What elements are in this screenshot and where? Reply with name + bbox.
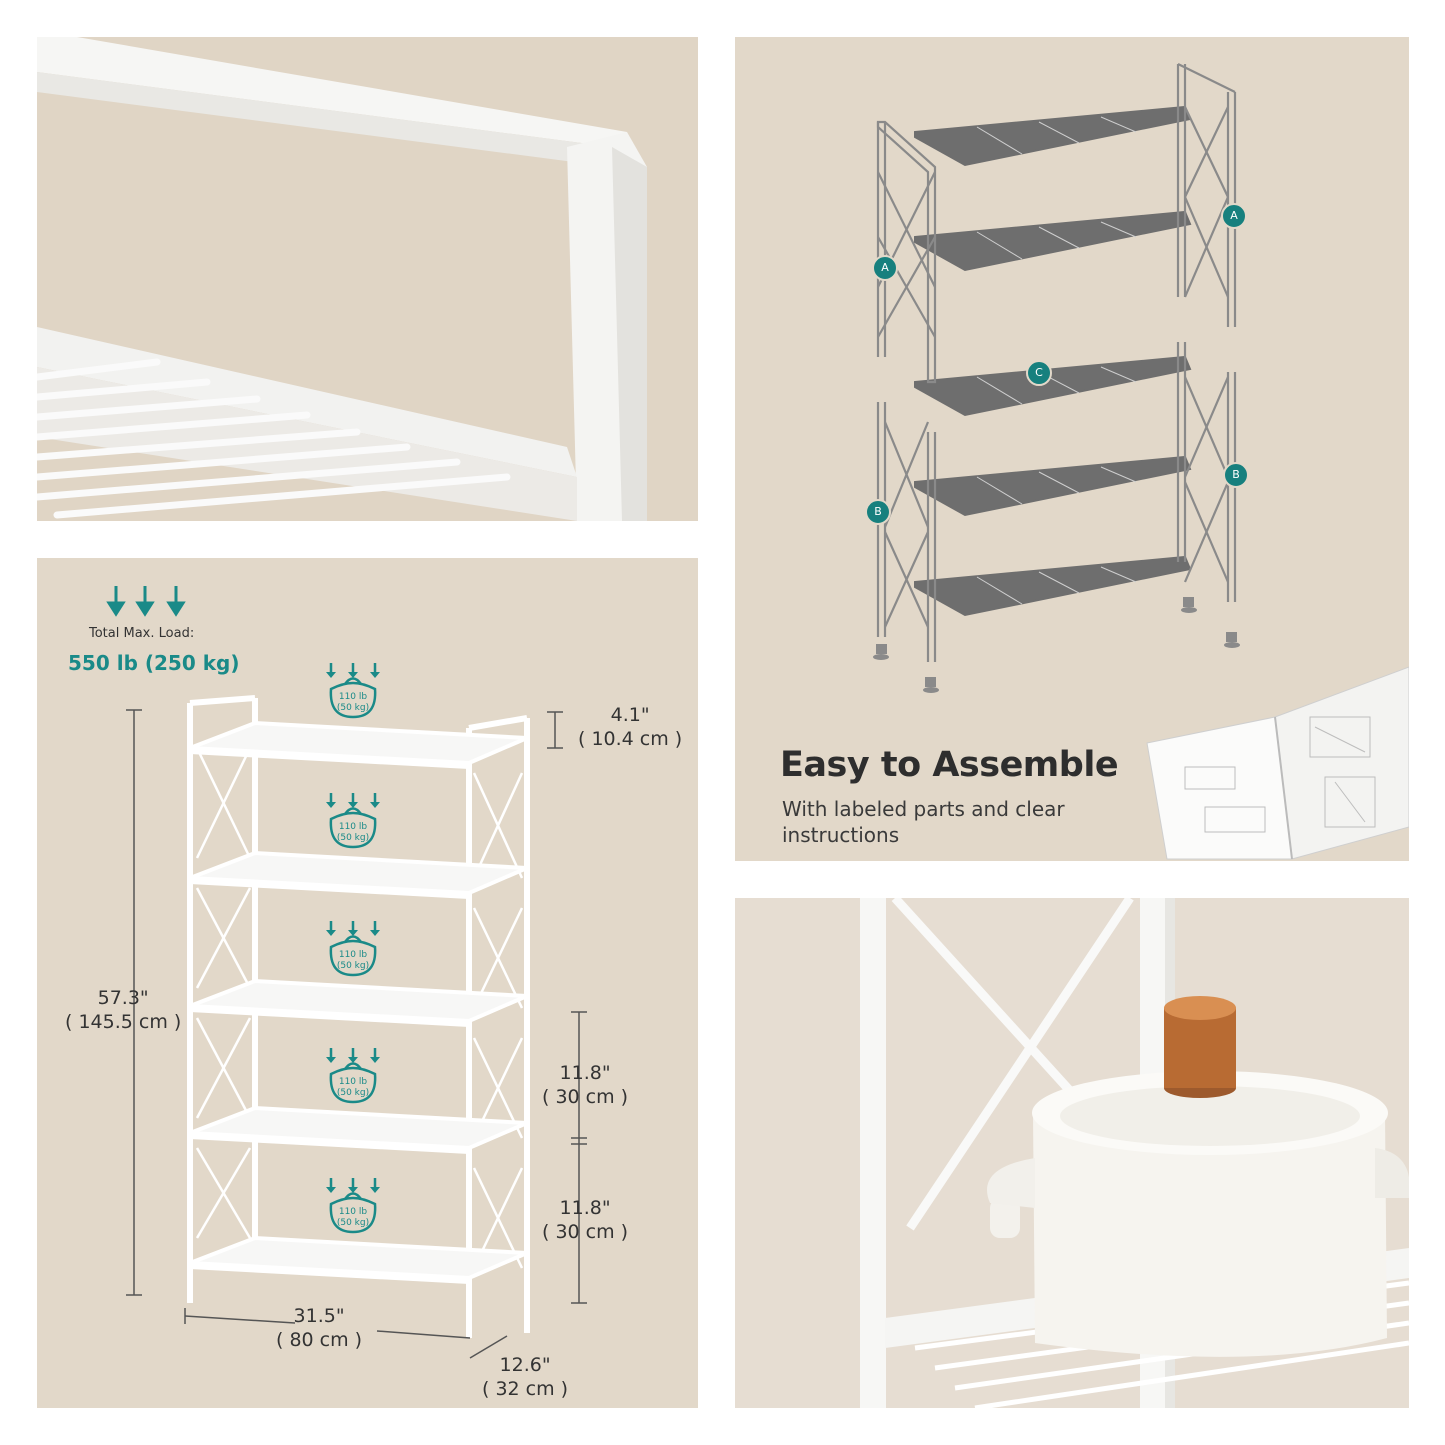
shelf-plane [189, 978, 528, 1024]
exploded-shelf [914, 210, 1192, 272]
shelf-gap2-cm: ( 30 cm ) [542, 1221, 629, 1243]
shelf-load-lb: 110 lb [339, 692, 368, 702]
assembly-title: Easy to Assemble [780, 745, 1119, 785]
shelf-pot-illustration [735, 898, 1409, 1408]
width-inches: 31.5" [293, 1305, 345, 1327]
height-cm: ( 145.5 cm ) [65, 1011, 182, 1033]
shelf-load-badge: 110 lb(50 kg) [326, 663, 380, 719]
shelf-gap2-inches: 11.8" [559, 1197, 611, 1219]
shelf-plane [189, 1235, 528, 1281]
frame-closeup-illustration [37, 37, 698, 521]
assembly-subtitle: With labeled parts and clear instruction… [782, 797, 1065, 847]
shelf-load-badge: 110 lb(50 kg) [326, 793, 380, 849]
exploded-shelf [914, 455, 1192, 517]
shelf-load-kg: (50 kg) [337, 1218, 369, 1228]
dimension-lines [126, 709, 587, 1359]
shelf-load-lb: 110 lb [339, 950, 368, 960]
total-load-value: 550 lb (250 kg) [68, 651, 240, 675]
part-label-a-right: A [1221, 203, 1247, 229]
shelf-load-kg: (50 kg) [337, 1088, 369, 1098]
shelf-load-kg: (50 kg) [337, 961, 369, 971]
bookshelf-frame [187, 695, 530, 1338]
shelf-load-badge: 110 lb(50 kg) [326, 1178, 380, 1234]
frame-closeup-photo [37, 37, 698, 521]
instruction-booklet-illustration [1146, 666, 1409, 860]
shelf-plane [189, 850, 528, 896]
exploded-shelf [914, 105, 1192, 167]
width-dimension: 31.5" ( 80 cm ) [276, 1304, 362, 1352]
assembly-panel: A A C B B Easy to Assemble With labeled … [735, 37, 1409, 861]
shelf-load-lb: 110 lb [339, 1077, 368, 1087]
top-gap-inches: 4.1" [610, 704, 650, 726]
shelf-dimension-diagram: 110 lb(50 kg)110 lb(50 kg)110 lb(50 kg)1… [106, 586, 587, 1359]
shelf-gap-dimension-1: 11.8" ( 30 cm ) [542, 1061, 628, 1109]
cast-iron-pot [987, 996, 1409, 1357]
shelf-load-kg: (50 kg) [337, 833, 369, 843]
width-cm: ( 80 cm ) [276, 1329, 363, 1351]
shelf-gap1-cm: ( 30 cm ) [542, 1086, 629, 1108]
exploded-shelf [914, 555, 1192, 617]
depth-cm: ( 32 cm ) [482, 1378, 569, 1400]
shelf-load-badge: 110 lb(50 kg) [326, 921, 380, 977]
depth-inches: 12.6" [499, 1354, 551, 1376]
shelf-gap-dimension-2: 11.8" ( 30 cm ) [542, 1196, 628, 1244]
part-label-b-left: B [865, 499, 891, 525]
shelf-with-pot-photo [735, 898, 1409, 1408]
exploded-shelf [914, 355, 1192, 417]
shelf-load-kg: (50 kg) [337, 703, 369, 713]
shelf-load-badge: 110 lb(50 kg) [326, 1048, 380, 1104]
shelf-load-lb: 110 lb [339, 822, 368, 832]
part-label-c: C [1026, 360, 1052, 386]
height-dimension: 57.3" ( 145.5 cm ) [65, 986, 181, 1034]
exploded-view-diagram [873, 63, 1409, 860]
shelf-planes [189, 720, 528, 1284]
shelf-plane [189, 1105, 528, 1151]
depth-dimension: 12.6" ( 32 cm ) [482, 1353, 568, 1401]
part-label-b-right: B [1223, 462, 1249, 488]
top-gap-cm: ( 10.4 cm ) [578, 728, 683, 750]
height-inches: 57.3" [97, 987, 149, 1009]
wire-slats [37, 358, 511, 519]
shelf-gap1-inches: 11.8" [559, 1062, 611, 1084]
top-gap-dimension: 4.1" ( 10.4 cm ) [578, 703, 682, 751]
dimensions-panel: 110 lb(50 kg)110 lb(50 kg)110 lb(50 kg)1… [37, 558, 698, 1408]
part-label-a-left: A [872, 255, 898, 281]
total-load-label: Total Max. Load: [89, 626, 195, 641]
shelf-load-lb: 110 lb [339, 1207, 368, 1217]
total-load-arrows-icon [106, 586, 186, 617]
